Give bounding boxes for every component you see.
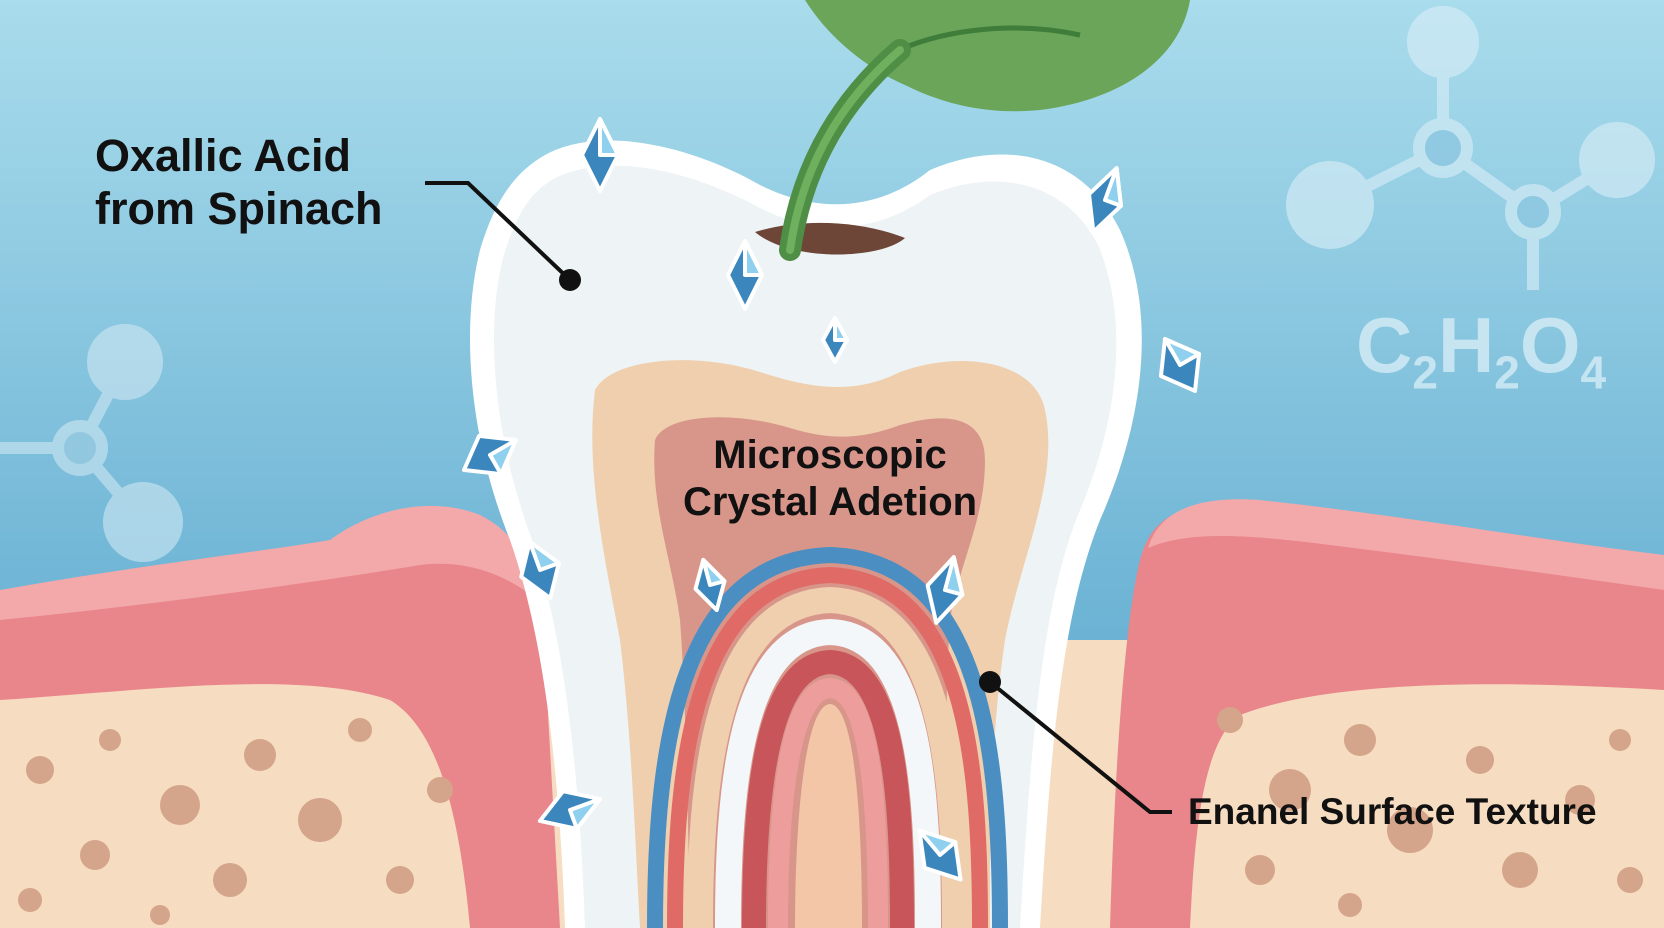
formula-h: H [1437, 301, 1495, 389]
root-canal-layers [647, 546, 1008, 928]
spinach-leaf-icon [779, 0, 1190, 261]
leader-dot-enamel [979, 671, 1001, 693]
bone-pores [18, 707, 1643, 925]
oxalate-crystals [462, 117, 1202, 882]
label-enamel-texture: Enanel Surface Texture [1188, 791, 1597, 832]
gum-right [1110, 503, 1664, 928]
crystal-icon [519, 539, 561, 601]
label-oxalic-line1: Oxallic Acid [95, 130, 351, 181]
root-core [795, 704, 862, 928]
gum-left-highlight [0, 505, 538, 620]
formula-c: C [1356, 301, 1413, 389]
label-oxalic-line2: from Spinach [95, 182, 383, 234]
label-crystal-line2: Crystal Adetion [682, 479, 978, 524]
crystal-icon [925, 555, 965, 625]
label-crystal-line1: Microscopic [713, 433, 947, 477]
formula-oxalic-acid: C2H2O4 [1356, 300, 1606, 400]
crystal-icon [1087, 166, 1123, 234]
formula-o-count: 4 [1580, 346, 1607, 399]
molecule-icon-left [0, 324, 183, 562]
gum-left [0, 511, 560, 928]
crystal-icon [537, 789, 603, 831]
crystal-icon [462, 433, 518, 477]
molecule-icon-right [1286, 6, 1655, 290]
gum-right-highlight [1148, 499, 1664, 590]
crystal-icon [580, 117, 620, 193]
crystal-icon [726, 239, 764, 311]
formula-o: O [1519, 301, 1581, 389]
crystal-icon [917, 828, 963, 882]
leader-dot-oxalic [559, 269, 581, 291]
crystal-icon [693, 557, 727, 613]
formula-c-count: 2 [1412, 346, 1438, 399]
label-oxalic-acid: Oxallic Acid from Spinach [95, 130, 383, 235]
label-crystal-adhesion: Microscopic Crystal Adetion [600, 432, 1060, 526]
crystal-icon [1158, 337, 1202, 393]
formula-h-count: 2 [1494, 346, 1520, 399]
crystal-icon [821, 316, 849, 364]
leader-lines [425, 181, 1172, 814]
